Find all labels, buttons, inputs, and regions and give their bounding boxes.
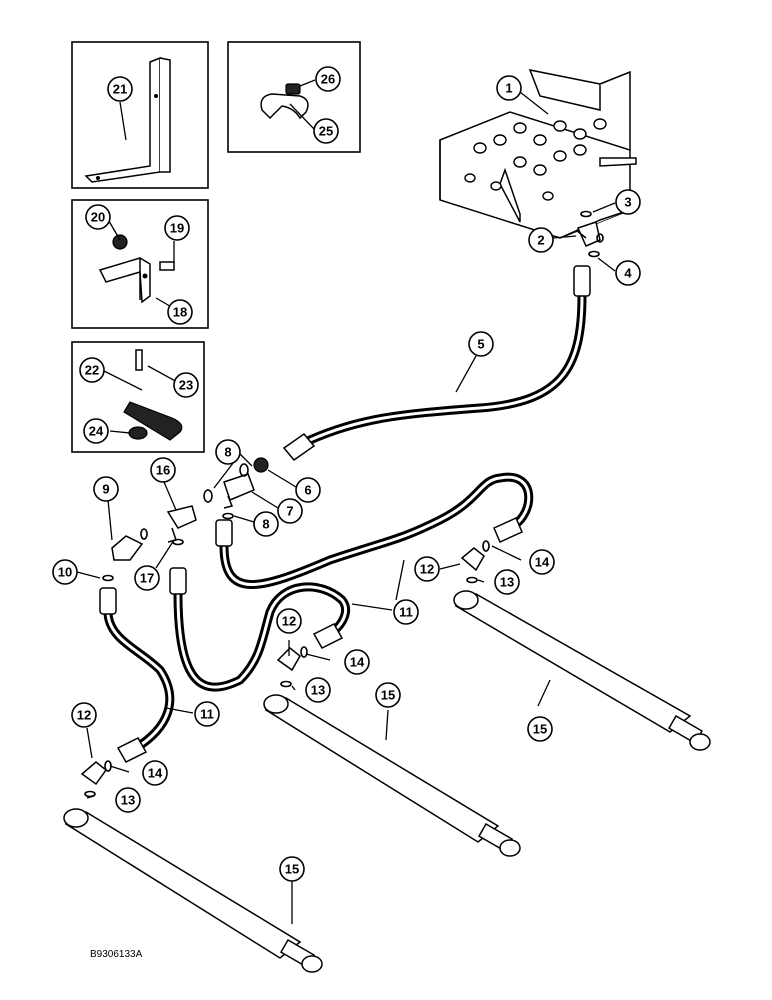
- svg-text:24: 24: [89, 424, 104, 439]
- svg-text:12: 12: [282, 614, 296, 629]
- cylinder-bottom: [63, 808, 323, 973]
- fittings: [102, 457, 269, 582]
- svg-text:9: 9: [102, 482, 109, 497]
- svg-text:3: 3: [624, 195, 631, 210]
- svg-text:20: 20: [91, 210, 105, 225]
- callout-10: 10: [52, 559, 78, 585]
- callout-11-lower: 11: [194, 701, 220, 727]
- hose-5: [282, 265, 591, 462]
- callout-26: 26: [315, 66, 341, 92]
- callout-14-right: 14: [529, 549, 555, 575]
- svg-text:11: 11: [200, 707, 214, 722]
- svg-text:19: 19: [170, 221, 184, 236]
- cylinder-middle: [263, 694, 521, 857]
- callout-12-lower: 12: [71, 702, 97, 728]
- callout-12-right: 12: [414, 556, 440, 582]
- callout-7: 7: [277, 498, 303, 524]
- svg-text:2: 2: [537, 233, 544, 248]
- svg-text:13: 13: [311, 683, 325, 698]
- hose-11-lower: [99, 587, 175, 763]
- inset-clamp-25-26: [227, 41, 361, 153]
- svg-text:14: 14: [350, 655, 365, 670]
- svg-text:25: 25: [319, 124, 333, 139]
- callout-4: 4: [615, 260, 641, 286]
- callout-15-right: 15: [527, 716, 553, 742]
- svg-text:14: 14: [148, 766, 163, 781]
- svg-text:21: 21: [113, 82, 127, 97]
- svg-text:13: 13: [121, 793, 135, 808]
- callout-12-middle: 12: [276, 608, 302, 634]
- callout-13-middle: 13: [305, 677, 331, 703]
- callout-16: 16: [150, 457, 176, 483]
- callout-23: 23: [173, 372, 199, 398]
- callout-13-lower: 13: [115, 787, 141, 813]
- svg-text:10: 10: [58, 565, 72, 580]
- svg-text:17: 17: [140, 571, 154, 586]
- svg-text:18: 18: [173, 305, 187, 320]
- svg-text:15: 15: [533, 722, 547, 737]
- inset-clamp-22-23-24: [71, 341, 205, 453]
- callout-15-middle: 15: [375, 682, 401, 708]
- callout-2: 2: [528, 227, 554, 253]
- svg-text:8: 8: [262, 517, 269, 532]
- callout-8-lower: 8: [253, 511, 279, 537]
- callout-8-upper: 8: [215, 439, 241, 465]
- callout-25: 25: [313, 118, 339, 144]
- callout-19: 19: [164, 215, 190, 241]
- callout-21: 21: [107, 76, 133, 102]
- callout-20: 20: [85, 204, 111, 230]
- inset-bracket-18-19-20: [71, 199, 209, 329]
- callout-24: 24: [83, 418, 109, 444]
- callout-3: 3: [615, 189, 641, 215]
- callout-6: 6: [295, 477, 321, 503]
- svg-text:6: 6: [304, 483, 311, 498]
- callout-17: 17: [134, 565, 160, 591]
- svg-text:22: 22: [85, 363, 99, 378]
- svg-text:23: 23: [179, 378, 193, 393]
- svg-text:8: 8: [224, 445, 231, 460]
- hose-11-middle: [169, 567, 350, 692]
- svg-text:14: 14: [535, 555, 550, 570]
- callout-11-right: 11: [393, 599, 419, 625]
- svg-text:26: 26: [321, 72, 335, 87]
- svg-text:15: 15: [381, 688, 395, 703]
- svg-text:12: 12: [77, 708, 91, 723]
- drawing-code: B9306133A: [90, 949, 143, 960]
- control-valve-assembly: [439, 68, 637, 239]
- callout-1: 1: [496, 75, 522, 101]
- svg-text:7: 7: [286, 504, 293, 519]
- hose-11-upper: [215, 472, 534, 589]
- svg-text:15: 15: [285, 862, 299, 877]
- callout-18: 18: [167, 299, 193, 325]
- cylinder-right: [453, 590, 711, 751]
- callout-5: 5: [468, 331, 494, 357]
- inset-bracket-21: [71, 41, 209, 189]
- callout-14-middle: 14: [344, 649, 370, 675]
- callout-9: 9: [93, 476, 119, 502]
- callout-22: 22: [79, 357, 105, 383]
- svg-text:11: 11: [399, 605, 413, 620]
- leader-lines: [76, 79, 616, 924]
- callout-14-lower: 14: [142, 760, 168, 786]
- svg-text:16: 16: [156, 463, 170, 478]
- svg-text:12: 12: [420, 562, 434, 577]
- cylinder-fittings: [80, 540, 490, 798]
- svg-text:4: 4: [624, 266, 632, 281]
- tee-fitting: [575, 210, 604, 258]
- svg-text:1: 1: [505, 81, 512, 96]
- callout-15-bottom: 15: [279, 856, 305, 882]
- callout-13-right: 13: [494, 569, 520, 595]
- callouts: 1 2 3 4 5 6 7 8 8 9 10 11 11 11 12 12 12…: [52, 66, 641, 882]
- svg-text:13: 13: [500, 575, 514, 590]
- svg-text:5: 5: [477, 337, 484, 352]
